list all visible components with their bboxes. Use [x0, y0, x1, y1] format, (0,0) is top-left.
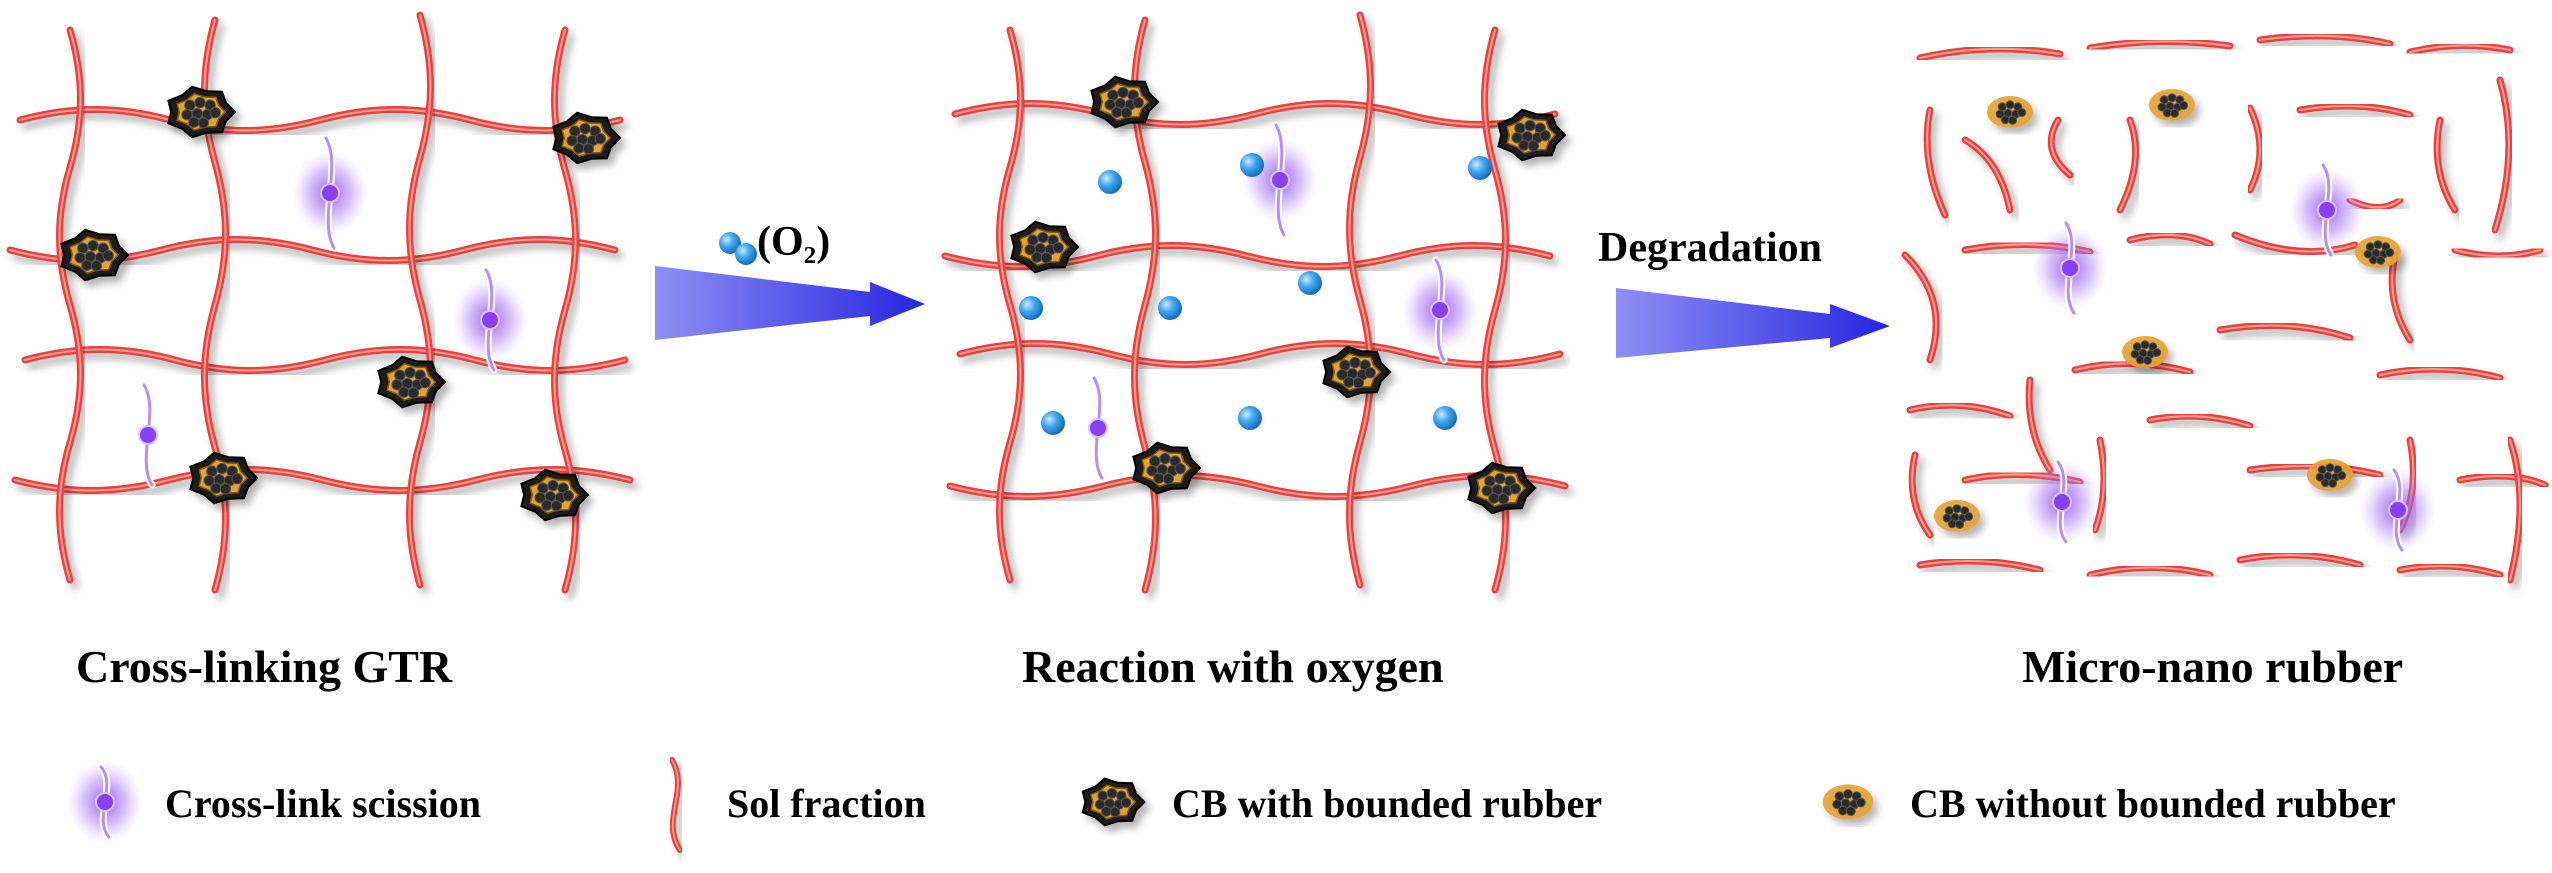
polymer-chain [2433, 116, 2459, 214]
cb-free-particle [2355, 236, 2401, 268]
crosslink-bridge [452, 266, 528, 374]
polymer-chain [16, 106, 624, 134]
polymer-chain [2091, 436, 2108, 534]
legend-sol-label: Sol fraction [727, 781, 926, 826]
oxygen-arrow [655, 232, 925, 340]
oxygen-molecule [1041, 411, 1065, 435]
cb-free-particle [2149, 89, 2195, 121]
crosslink-bridge [2289, 161, 2365, 259]
cb-free-particle [2307, 459, 2353, 491]
oxygen-molecule [1433, 406, 1457, 430]
legend-cb-bound-label: CB with bounded rubber [1172, 781, 1603, 826]
degradation-label: Degradation [1598, 225, 1822, 271]
cb-bound-rubber-particle [189, 451, 259, 505]
cb-free-particle [1822, 784, 1874, 820]
polymer-chain [2388, 251, 2414, 344]
polymer-chain [2236, 551, 2364, 569]
oxygen-label: (O₂) [757, 219, 831, 265]
crosslink-bridge [1402, 256, 1478, 364]
polymer-chain [2116, 116, 2140, 214]
cb-free-particle [2122, 336, 2168, 368]
crosslink-bridge [2032, 219, 2108, 317]
crosslink-bridge [292, 134, 368, 252]
polymer-chain [1961, 136, 2014, 214]
polymer-chain [11, 466, 634, 494]
polymer-chain [2246, 104, 2264, 194]
cb-free-particle [1934, 500, 1980, 532]
polymer-chain [2491, 76, 2513, 234]
polymer-chain [2086, 37, 2234, 52]
polymer-chain [956, 340, 1564, 368]
polymer-chain [2146, 412, 2254, 430]
polymer-chain [21, 346, 629, 374]
legend-cb-free-label: CB without bounded rubber [1910, 781, 2396, 826]
cb-bound-rubber-particle [1081, 777, 1146, 827]
panel-crosslinked-network [6, 11, 634, 594]
legend-icons [67, 757, 1874, 853]
polymer-chain [2451, 246, 2544, 260]
polymer-chain [951, 100, 1559, 128]
polymer-chain [2216, 322, 2354, 342]
cb-bound-rubber-particle [1090, 75, 1160, 129]
crosslink-bridge [1088, 374, 1108, 482]
polymer-chain [669, 757, 683, 853]
polymer-chain [1346, 11, 1374, 589]
polymer-chain [2025, 376, 2054, 474]
panel-degraded-fragments [1901, 32, 2549, 584]
cb-bound-rubber-particle [552, 111, 622, 165]
polymer-chain [2047, 116, 2074, 179]
oxygen-molecule [1468, 156, 1492, 180]
crosslink-bridge [1242, 121, 1318, 239]
oxygen-molecule [1240, 153, 1264, 177]
cb-bound-rubber-particle [167, 85, 237, 139]
oxygen-molecule-icon [719, 232, 741, 254]
polymer-chain [1923, 106, 1949, 219]
polymer-chain [1901, 251, 1940, 364]
cb-bound-rubber-particle [60, 228, 130, 282]
polymer-chain [2506, 436, 2524, 584]
oxygen-molecule [1298, 271, 1322, 295]
oxygen-molecule [1098, 170, 1122, 194]
degradation-arrow [1616, 288, 1890, 358]
cb-free-particle [1987, 96, 2033, 128]
crosslink-bridge [2024, 458, 2100, 546]
cb-bound-rubber-particle [1497, 108, 1567, 162]
polymer-chain [2396, 562, 2504, 579]
cb-bound-rubber-particle [1322, 345, 1392, 399]
legend-crosslink-label: Cross-link scission [165, 781, 482, 826]
cb-bound-rubber-particle [377, 355, 447, 409]
polymer-chain [2456, 472, 2549, 489]
polymer-chain [2256, 32, 2394, 48]
panel-title-micronano: Micro-nano rubber [2022, 641, 2404, 692]
panel-title-reaction: Reaction with oxygen [1022, 641, 1444, 692]
cb-bound-rubber-particle [1132, 441, 1202, 495]
crosslink-bridge [2360, 466, 2436, 554]
polymer-chain [2296, 102, 2414, 119]
oxygen-molecule [1158, 296, 1182, 320]
cb-bound-rubber-particle [1467, 461, 1537, 515]
polymer-chain [996, 26, 1024, 584]
polymer-chain [2376, 365, 2504, 382]
polymer-chain [56, 26, 84, 584]
polymer-chain [1916, 557, 2044, 574]
panel-title-crosslinking: Cross-linking GTR [76, 641, 453, 692]
polymer-chain [406, 11, 434, 589]
oxygen-molecule [1238, 406, 1262, 430]
crosslink-bridge [138, 381, 158, 489]
polymer-chain [1908, 451, 1934, 539]
crosslink-bridge [67, 760, 143, 844]
polymer-chain [2086, 564, 2214, 579]
oxygen-molecule-icon [735, 243, 757, 265]
cb-bound-rubber-particle [520, 468, 590, 522]
oxygen-molecule [1019, 296, 1043, 320]
polymer-chain [2406, 41, 2514, 56]
polymer-chain [2126, 231, 2214, 248]
polymer-chain [946, 472, 1569, 500]
polymer-chain [1916, 45, 2064, 62]
panel-oxidized-network [941, 11, 1569, 594]
polymer-chain [1906, 401, 2014, 420]
cb-bound-rubber-particle [1010, 220, 1080, 274]
